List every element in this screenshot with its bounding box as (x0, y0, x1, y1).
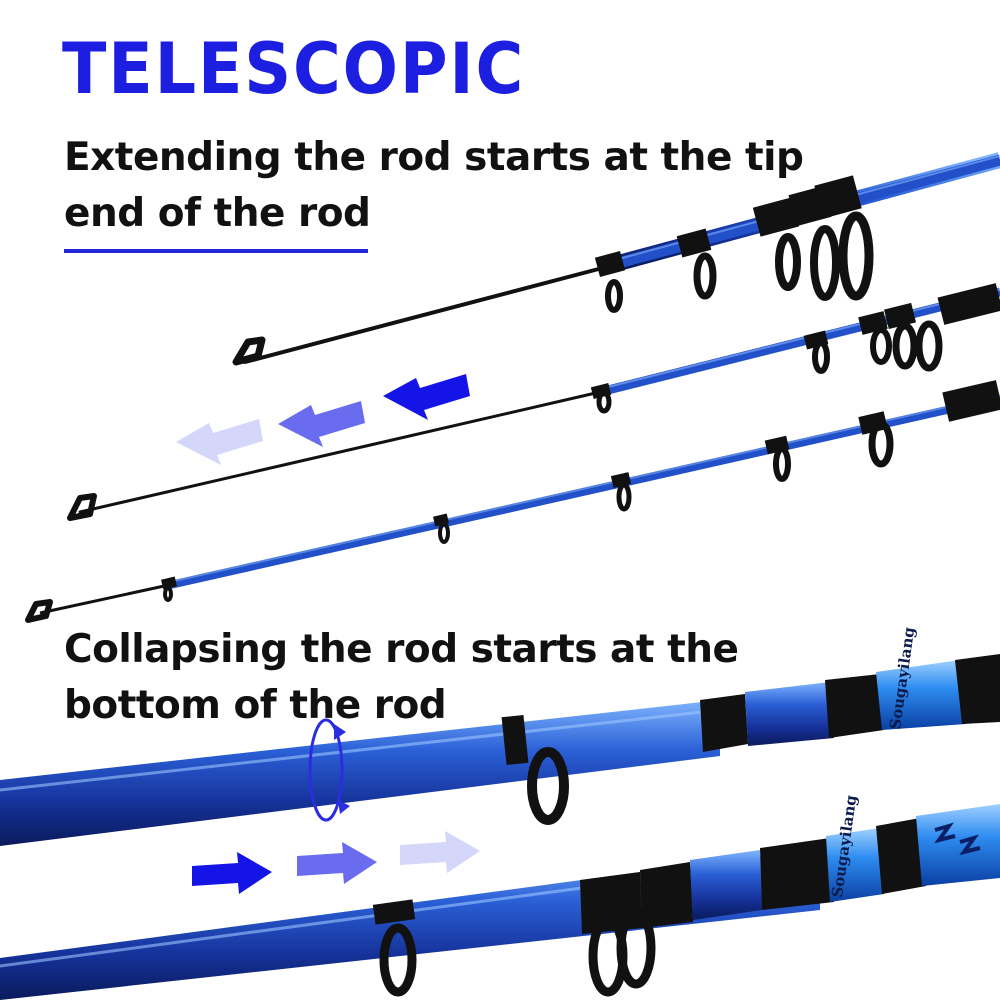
rod-lower: Sougayilang (0, 625, 1000, 846)
headline: TELESCOPIC (62, 28, 526, 110)
right-arrow-icon (192, 852, 272, 894)
right-arrow-icon (297, 842, 377, 884)
tip-guide (232, 336, 266, 366)
caption-underline (64, 249, 368, 253)
collapse-caption: Collapsing the rod starts at the bottom … (64, 627, 739, 728)
right-arrow-icon (400, 831, 480, 873)
rod-top (232, 152, 1000, 366)
extend-arrows (176, 374, 470, 465)
rod-bottom: Sougayilang (0, 793, 1000, 1000)
extend-caption: Extending the rod starts at the tip end … (64, 135, 804, 236)
rod-third (25, 380, 1000, 623)
left-arrow-icon (176, 419, 263, 465)
grip-pattern (934, 822, 981, 856)
left-arrow-icon (278, 401, 365, 447)
collapse-arrows (192, 831, 480, 894)
left-arrow-icon (383, 374, 470, 420)
rod-middle (67, 283, 1000, 521)
rotate-icon (308, 718, 350, 822)
